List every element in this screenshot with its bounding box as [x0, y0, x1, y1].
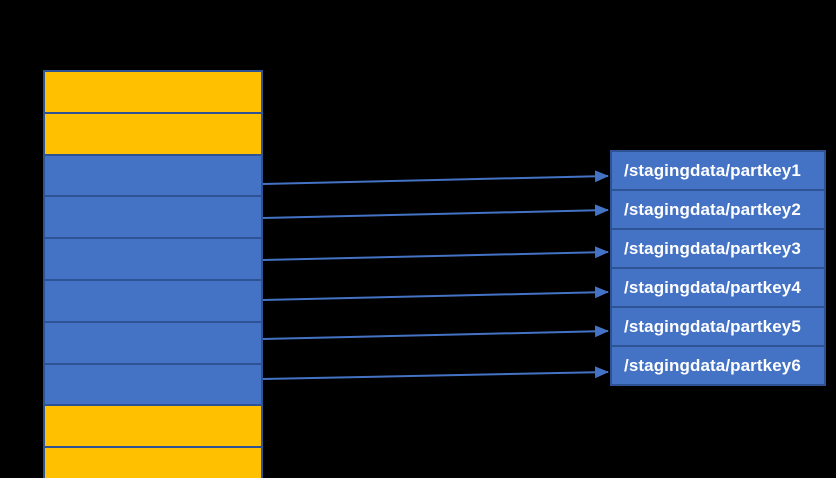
connector-arrow-5	[262, 325, 609, 340]
staging-target-row[interactable]: /stagingdata/partkey3	[610, 228, 826, 267]
connector-arrow-2	[262, 204, 609, 219]
staging-target-row[interactable]: /stagingdata/partkey5	[610, 306, 826, 345]
staging-target-row[interactable]: /stagingdata/partkey2	[610, 189, 826, 228]
partition-block-1	[43, 70, 263, 112]
partition-block-3	[43, 153, 263, 196]
staging-target-row[interactable]: /stagingdata/partkey6	[610, 345, 826, 386]
partition-block-10	[43, 446, 263, 478]
staging-target-label: /stagingdata/partkey5	[624, 316, 801, 336]
partition-block-2	[43, 111, 263, 154]
source-partition-stack	[43, 70, 263, 478]
connector-arrow-6	[262, 366, 609, 380]
staging-partition-targets: /stagingdata/partkey1/stagingdata/partke…	[610, 150, 826, 386]
connector-arrow-1	[262, 170, 609, 185]
staging-target-label: /stagingdata/partkey4	[624, 277, 801, 297]
partition-block-8	[43, 362, 263, 405]
partition-block-5	[43, 237, 263, 279]
staging-target-label: /stagingdata/partkey6	[624, 355, 801, 375]
staging-target-label: /stagingdata/partkey3	[624, 238, 801, 258]
partition-block-4	[43, 195, 263, 238]
staging-target-row[interactable]: /stagingdata/partkey4	[610, 267, 826, 306]
staging-target-label: /stagingdata/partkey2	[624, 199, 801, 219]
staging-target-label: /stagingdata/partkey1	[624, 160, 801, 180]
staging-target-row[interactable]: /stagingdata/partkey1	[610, 150, 826, 189]
connector-arrow-3	[262, 246, 609, 261]
partition-block-9	[43, 404, 263, 447]
partition-block-7	[43, 320, 263, 363]
connector-arrow-4	[262, 286, 609, 301]
partition-block-6	[43, 278, 263, 321]
